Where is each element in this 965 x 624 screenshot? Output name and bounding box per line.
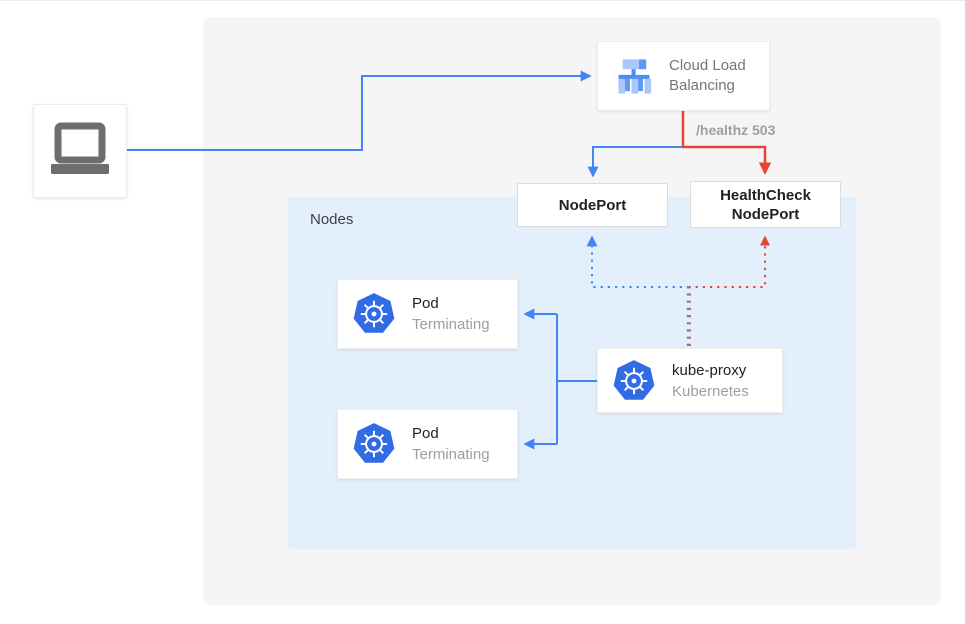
load-balancer-icon — [618, 58, 652, 94]
pod-title: Pod — [412, 425, 439, 442]
healthcheck-nodeport-label: HealthCheck NodePort — [720, 186, 811, 223]
nodes-group-label: Nodes — [310, 211, 354, 228]
healthcheck-nodeport-node: HealthCheck NodePort — [690, 181, 841, 228]
nodeport-node: NodePort — [517, 183, 668, 227]
cloud-load-balancing-label: Cloud Load Balancing — [669, 57, 746, 94]
pod-status: Terminating — [412, 316, 490, 333]
pod-node-1: Pod Terminating — [337, 279, 518, 349]
nodeport-label: NodePort — [558, 196, 627, 214]
kubernetes-icon — [353, 293, 395, 333]
cloud-load-balancing-node: Cloud Load Balancing — [597, 41, 770, 111]
kubernetes-icon — [613, 359, 655, 400]
client-node — [33, 104, 127, 198]
kube-proxy-title: kube-proxy — [672, 361, 747, 379]
pod-status: Terminating — [412, 446, 490, 463]
laptop-icon — [51, 122, 109, 174]
pod-title: Pod — [412, 295, 439, 312]
kube-proxy-subtitle: Kubernetes — [672, 382, 749, 400]
pod-node-2: Pod Terminating — [337, 409, 518, 479]
kubernetes-icon — [353, 423, 395, 463]
kube-proxy-node: kube-proxy Kubernetes — [597, 348, 783, 413]
